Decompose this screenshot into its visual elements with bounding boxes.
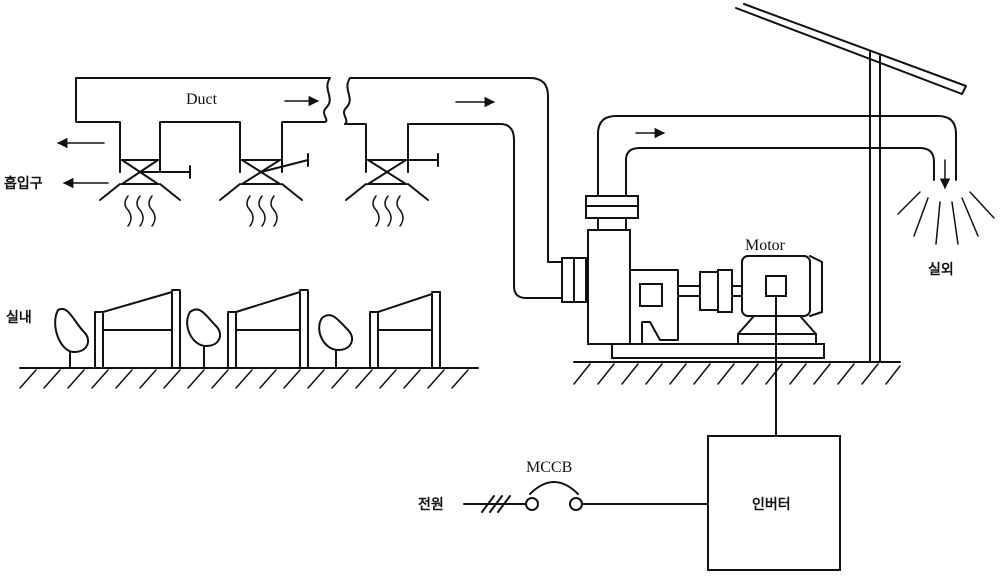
outdoor-label: 실외 [928, 261, 954, 278]
outlet-2 [219, 153, 309, 227]
motor-label: Motor [745, 237, 786, 254]
duct-label: Duct [186, 91, 218, 108]
outdoor-exhaust [897, 191, 995, 245]
outlet-3 [345, 153, 439, 227]
main-duct [75, 77, 563, 299]
roof [735, 3, 967, 363]
inverter-box [707, 435, 841, 571]
mccb-label: MCCB [526, 459, 572, 476]
inverter-label: 인버터 [752, 496, 791, 513]
ground-left [19, 367, 479, 389]
indoor-label: 실내 [6, 310, 32, 326]
discharge-duct [597, 115, 957, 197]
wiring [463, 295, 777, 513]
outlet-1 [99, 159, 191, 227]
intake-label: 흡입구 [4, 175, 43, 192]
indoor-seating [54, 289, 441, 369]
duct-flow-arrows [284, 95, 951, 190]
ground-right [573, 361, 901, 385]
fan-unit [561, 195, 825, 359]
motor [737, 255, 823, 345]
intake-arrows [56, 137, 109, 189]
power-label: 전원 [418, 496, 444, 513]
